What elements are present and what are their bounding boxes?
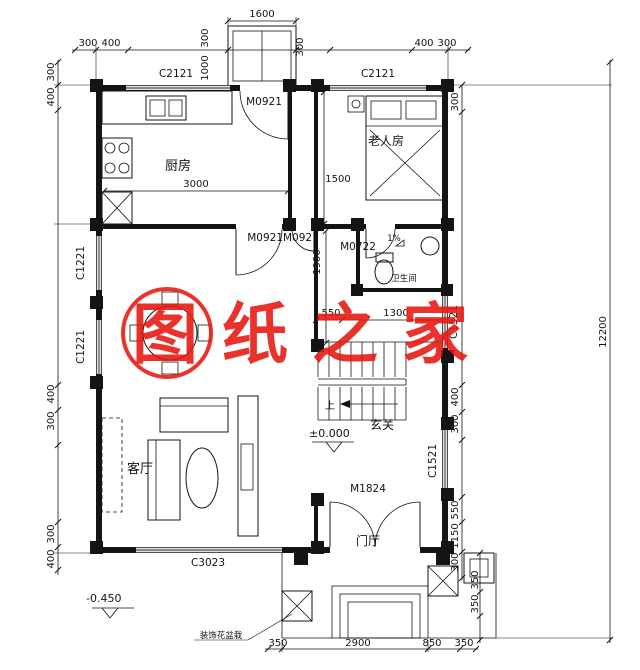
room-label-menting: 门厅 [356, 533, 380, 548]
dim-total-12200: 12200 [598, 316, 609, 348]
dim-left-bottom-400: 400 [46, 549, 57, 568]
door-m0921-top [239, 85, 289, 140]
wall-unit-dashed [101, 417, 123, 513]
door-code-m0722: M0722 [340, 241, 376, 253]
stair-up-label: 上 [325, 400, 335, 412]
dim-flue-1000: 1000 [200, 55, 211, 80]
door-m0722-bath [365, 224, 396, 259]
flue [227, 25, 297, 87]
porch-column-right [463, 552, 495, 584]
dim-3000: 3000 [183, 179, 208, 190]
porch [194, 551, 497, 641]
dim-flue-300-left: 300 [200, 28, 211, 47]
window-code-c1521-stair: C1521 [448, 305, 460, 339]
dim-left-top-300: 300 [46, 62, 57, 81]
door-code-m0921-pair: M0921M0921 [247, 232, 319, 244]
door-m0921-kitchen [235, 224, 283, 276]
door-m0921-hall [291, 224, 315, 252]
door-code-m1824: M1824 [350, 483, 386, 495]
room-label-xuanguan: 玄关 [370, 417, 394, 432]
dim-1300: 1300 [383, 308, 408, 319]
dim-porch-350a: 350 [470, 570, 481, 589]
labels: 1600 300 400 400 300 300 1000 300 C2121 … [46, 9, 609, 649]
window-code-c1221-upper: C1221 [75, 246, 87, 280]
level-marks [92, 441, 354, 619]
dim-550: 550 [321, 308, 340, 319]
doors [235, 85, 421, 553]
door-m1824-main [329, 501, 421, 553]
dim-right-mid-400: 400 [450, 387, 461, 406]
stair-arrow-head [340, 400, 350, 408]
dim-tr-300: 300 [437, 38, 456, 49]
dim-bottom-350b: 350 [454, 638, 473, 649]
dim-left-mid-400: 400 [46, 384, 57, 403]
dim-left-top-400: 400 [46, 87, 57, 106]
window-c1221-lower [96, 320, 102, 374]
dim-bottom-2900: 2900 [345, 638, 370, 649]
watermark: 图纸之家 [121, 287, 492, 379]
window-code-c1521-foyer: C1521 [427, 444, 439, 478]
windows [96, 85, 448, 553]
plant-leader-line [194, 613, 293, 641]
dim-right-bottom-300: 300 [450, 552, 461, 571]
dim-right-top-300: 300 [450, 92, 461, 111]
plant-label: 装饰花盆栽 [200, 630, 243, 641]
window-c3023 [136, 547, 282, 553]
dim-tr-400: 400 [414, 38, 433, 49]
window-c2121-right [330, 85, 426, 91]
slope-label: 1% [387, 234, 401, 244]
window-c1221-upper [96, 236, 102, 290]
dim-tl-300: 300 [78, 38, 97, 49]
room-label-elder: 老人房 [368, 133, 404, 148]
bathroom-fixtures [374, 236, 440, 285]
living-furniture [101, 395, 259, 537]
bedroom-fixtures [347, 95, 445, 201]
dim-tl-400: 400 [101, 38, 120, 49]
flower-pot-right [427, 565, 459, 597]
dim-right-bottom-1150: 1150 [450, 523, 461, 548]
dim-porch-350b: 350 [470, 594, 481, 613]
level-main: ±0.000 [309, 427, 350, 440]
dim-left-bottom-300: 300 [46, 524, 57, 543]
dim-right-bottom-550: 550 [450, 500, 461, 519]
window-code-c2121-right: C2121 [361, 68, 395, 80]
window-code-c1221-lower: C1221 [75, 330, 87, 364]
window-c2121-left [126, 85, 230, 91]
window-c1521-foyer [442, 430, 448, 488]
dim-1900: 1900 [312, 249, 323, 274]
window-c1521-stair [442, 296, 448, 348]
columns [90, 79, 454, 554]
kitchen-fixtures [101, 90, 233, 225]
room-label-kitchen: 厨房 [165, 158, 191, 174]
slope-mark [394, 239, 405, 247]
flower-pot-left [281, 590, 313, 622]
stairs [317, 341, 442, 421]
dim-right-mid-300: 300 [450, 414, 461, 433]
dim-bottom-350a: 350 [268, 638, 287, 649]
level-porch: -0.450 [86, 592, 121, 605]
dim-flue-300-right: 300 [295, 37, 306, 56]
dim-1500: 1500 [325, 174, 350, 185]
window-code-c2121-left: C2121 [159, 68, 193, 80]
window-code-c3023: C3023 [191, 557, 225, 569]
dim-bottom-850: 850 [422, 638, 441, 649]
watermark-circle [121, 287, 213, 379]
watermark-text: 图纸之家 [132, 296, 492, 373]
dim-1600: 1600 [249, 9, 274, 20]
dim-left-mid-300: 300 [46, 411, 57, 430]
door-code-m0921-top: M0921 [246, 96, 282, 108]
room-label-bath: 卫生间 [391, 273, 417, 284]
room-label-living: 客厅 [127, 461, 153, 477]
